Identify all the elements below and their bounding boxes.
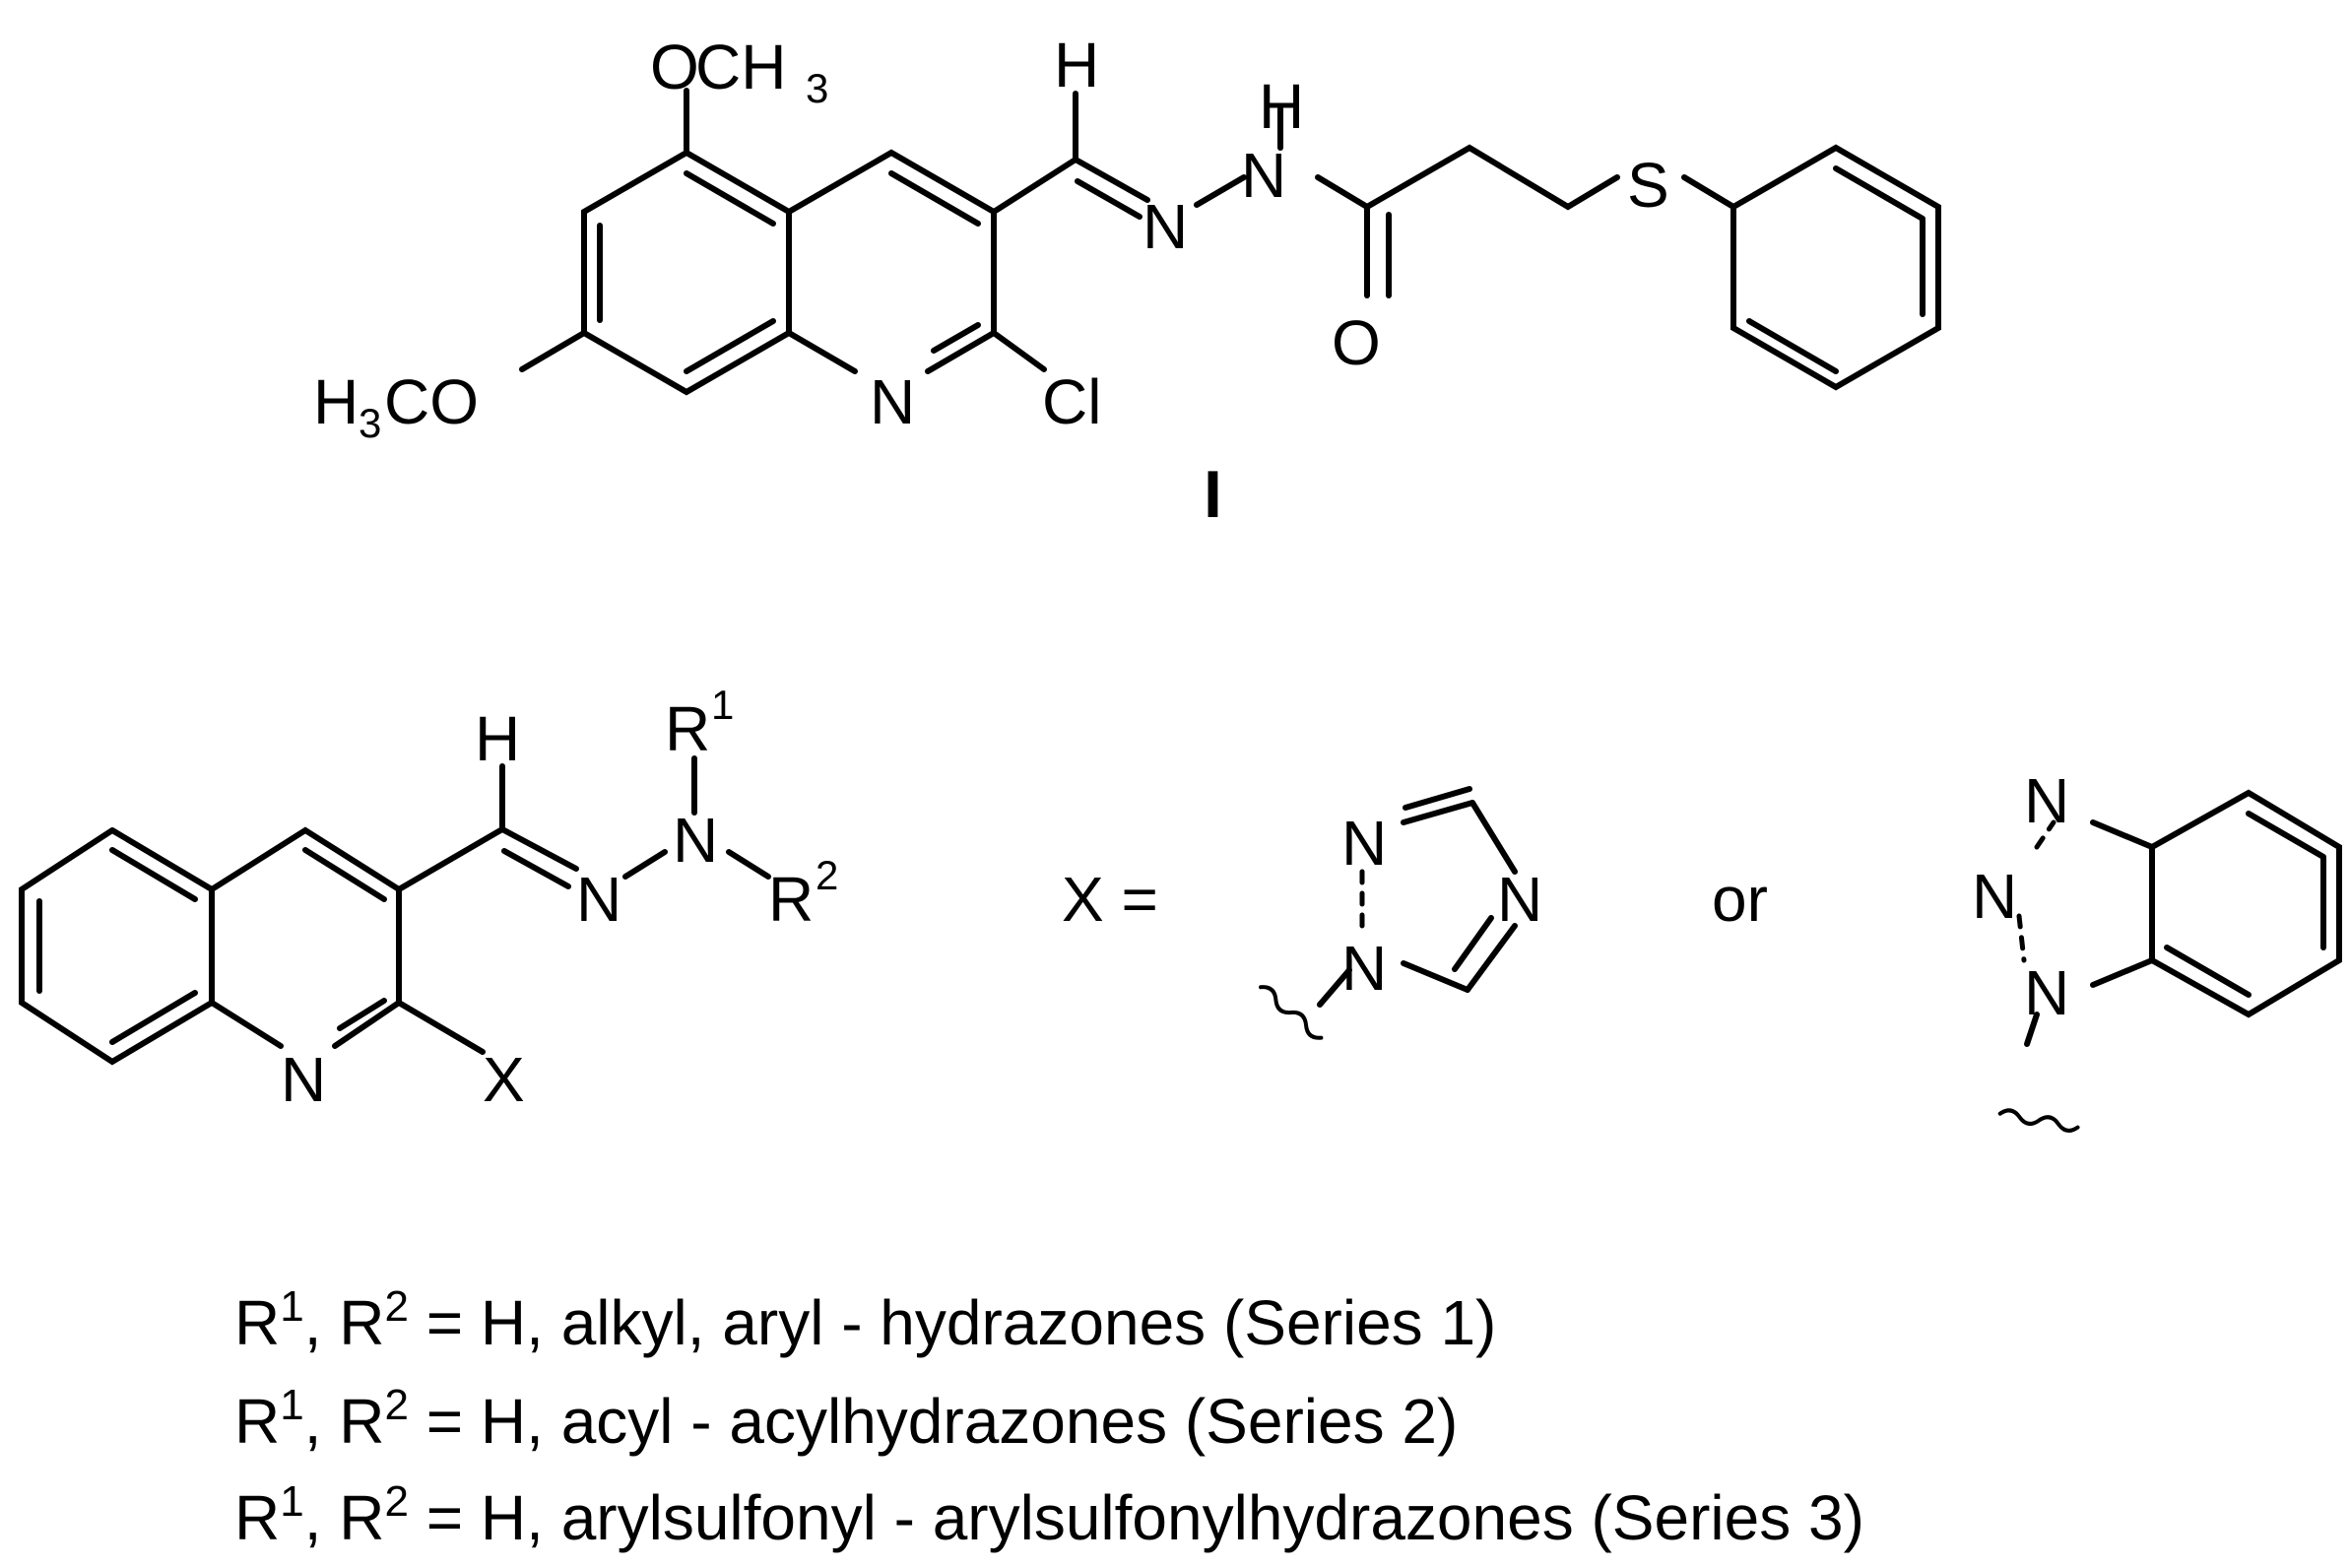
general-hydrazine-nitrogen: N [673, 805, 718, 876]
compound-I-methyl-top-sub: 3 [806, 65, 828, 111]
legend-line-3: R1, R2 = H, arylsulfonyl - arylsulfonylh… [234, 1477, 1864, 1553]
legend: R1, R2 = H, alkyl, aryl - hydrazones (Se… [234, 1282, 1864, 1553]
compound-I-oxygen-top: O [650, 32, 699, 102]
compound-I-carbonyl-oxygen: O [1332, 307, 1381, 378]
general-benzene-ring [19, 827, 215, 1066]
compound-I-methoxy-h: H [313, 366, 359, 437]
general-R1-sup: 1 [711, 682, 734, 728]
compound-I-methoxy-co: CO [384, 366, 479, 437]
general-structure: H N N R 1 R 2 N X [19, 682, 838, 1115]
compound-I-label: I [1204, 457, 1222, 532]
compound-I-phenyl-ring [1730, 144, 1941, 391]
or-text: or [1712, 864, 1768, 935]
triazole-substituent: N N N [1259, 786, 1542, 1040]
compound-I-imine-nitrogen: N [1142, 191, 1188, 262]
general-R1: R [665, 693, 710, 764]
general-pyridine-ring [209, 826, 402, 1049]
triazole-n2: N [1341, 808, 1387, 879]
compound-I-amide-hydrogen: H [1259, 71, 1304, 142]
compound-I-ring-nitrogen: N [870, 366, 915, 437]
general-imine-hydrogen: H [475, 703, 520, 774]
general-X: X [483, 1044, 525, 1115]
compound-I-amide-nitrogen: N [1241, 140, 1286, 211]
triazole-n4: N [1497, 864, 1542, 935]
general-R2: R [768, 864, 814, 935]
legend-line-1: R1, R2 = H, alkyl, aryl - hydrazones (Se… [234, 1282, 1496, 1358]
benzotriazole-n1: N [2024, 957, 2069, 1028]
general-imine-nitrogen: N [576, 864, 621, 935]
triazole-n1: N [1341, 933, 1387, 1004]
compound-I-pyridine-ring [786, 149, 997, 374]
general-R2-sup: 2 [816, 852, 838, 898]
benzotriazole-n3: N [2024, 765, 2069, 836]
general-ring-nitrogen: N [281, 1044, 326, 1115]
x-equals-text: X = [1062, 864, 1158, 935]
compound-I-chlorine: Cl [1042, 366, 1101, 437]
legend-line-2: R1, R2 = H, acyl - acylhydrazones (Serie… [234, 1381, 1458, 1457]
compound-I-imine-hydrogen: H [1054, 30, 1099, 100]
compound-I: O CH 3 H 3 CO N Cl H N N H O S I [313, 30, 1941, 532]
compound-I-methyl-top: CH [695, 32, 786, 102]
benzotriazole-substituent: N N N [1972, 765, 2342, 1133]
compound-I-methoxy-sub: 3 [359, 400, 381, 446]
compound-I-benzene-ring [581, 150, 792, 396]
benzotriazole-n2: N [1972, 861, 2017, 932]
compound-I-sulfur: S [1627, 150, 1669, 221]
